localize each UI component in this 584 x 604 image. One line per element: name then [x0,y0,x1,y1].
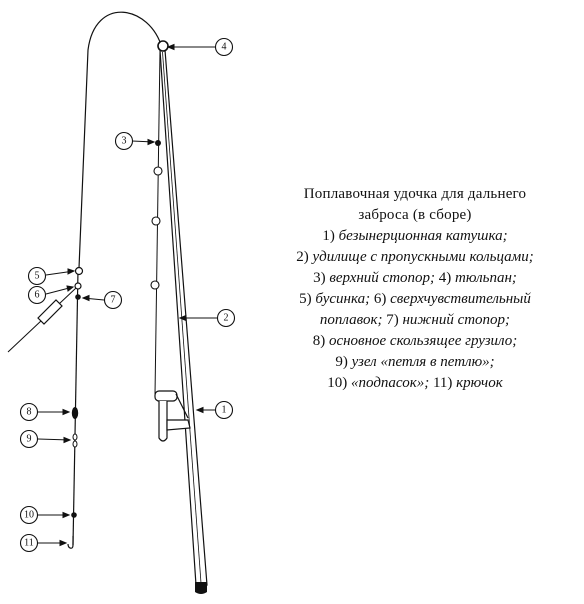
fishing-line-arc [78,11,163,269]
legend-num: 3) [313,270,326,286]
guide-ring-2 [151,216,161,226]
svg-text:4: 4 [222,42,227,53]
legend-line-1: 1) безынерционная катушка; [250,226,580,247]
legend-text: основное скользящее грузило; [328,333,518,349]
svg-text:6: 6 [35,290,40,301]
svg-text:9: 9 [27,434,32,445]
legend-text: удилище с пропускными кольцами; [312,249,534,265]
guide-ring-1 [153,166,163,176]
legend-num: 1) [322,228,335,244]
bead [74,266,84,276]
legend-num: 9) [335,354,348,370]
legend-text: крючок [456,375,503,391]
legend-num: 10) [327,375,348,391]
rod-butt-cap [195,582,207,594]
legend-num: 4) [438,270,452,286]
callout-11: 11 [19,533,39,553]
loop-knot-upper [72,433,78,441]
diagram-caption: Поплавочная удочка для дальнего заброса … [250,184,580,394]
legend-line-7: 9) узел «петля в петлю»; [250,352,580,373]
callout-8: 8 [19,402,39,422]
legend-text: бусинка; [315,291,371,307]
legend-text: тюльпан; [455,270,517,286]
legend-line-6: 8) основное скользящее грузило; [250,331,580,352]
legend-text: узел «петля в петлю»; [351,354,495,370]
tulip [157,40,169,52]
callout-10: 10 [19,505,39,525]
callout-5: 5 [27,266,47,286]
svg-text:3: 3 [122,136,127,147]
svg-text:1: 1 [222,405,227,416]
legend-num: 5) [299,291,312,307]
legend-line-5: поплавок; 7) нижний стопор; [250,310,580,331]
upper-stopper [155,140,161,146]
callout-1: 1 [214,400,234,420]
legend-text: безынерционная катушка; [338,228,508,244]
guide-ring-3 [150,280,160,290]
legend-text: поплавок; [319,312,383,328]
reel [154,390,191,442]
lower-stopper [75,294,81,300]
svg-text:5: 5 [35,271,40,282]
legend-num: 8) [312,333,326,349]
float-body [37,299,63,325]
svg-text:2: 2 [224,313,229,324]
callout-2: 2 [216,308,236,328]
caption-title-line-2: заброса (в сборе) [358,207,472,223]
callout-4: 4 [214,37,234,57]
callout-leaders [37,43,217,547]
callout-9: 9 [19,429,39,449]
legend-text: верхний стопор; [329,270,436,286]
svg-text:7: 7 [111,295,116,306]
legend-num: 2) [296,249,309,265]
caption-title-line-1: Поплавочная удочка для дальнего [303,186,527,202]
legend-line-8: 10) «подпасок»; 11) крючок [250,373,580,394]
callout-7: 7 [103,290,123,310]
tail-shot [71,512,77,518]
float-ring [74,282,82,290]
hook [67,536,74,549]
svg-text:10: 10 [24,510,34,521]
legend-text: сверхчувствительный [390,291,531,307]
legend-line-3: 3) верхний стопор; 4) тюльпан; [250,268,580,289]
legend-text: нижний стопор; [402,312,511,328]
legend-num: 7) [386,312,399,328]
legend-line-2: 2) удилище с пропускными кольцами; [250,247,580,268]
main-sinker [71,407,79,419]
legend-num: 6) [373,291,387,307]
callout-3: 3 [114,131,134,151]
legend-num: 11) [432,375,453,391]
callout-6: 6 [27,285,47,305]
loop-knot-lower [72,440,78,448]
legend-line-4: 5) бусинка; 6) сверхчувствительный [250,289,580,310]
svg-text:8: 8 [27,407,32,418]
legend-text: «подпасок»; [351,375,430,391]
caption-legend: 1) безынерционная катушка; 2) удилище с … [250,226,580,394]
svg-text:11: 11 [24,538,34,549]
